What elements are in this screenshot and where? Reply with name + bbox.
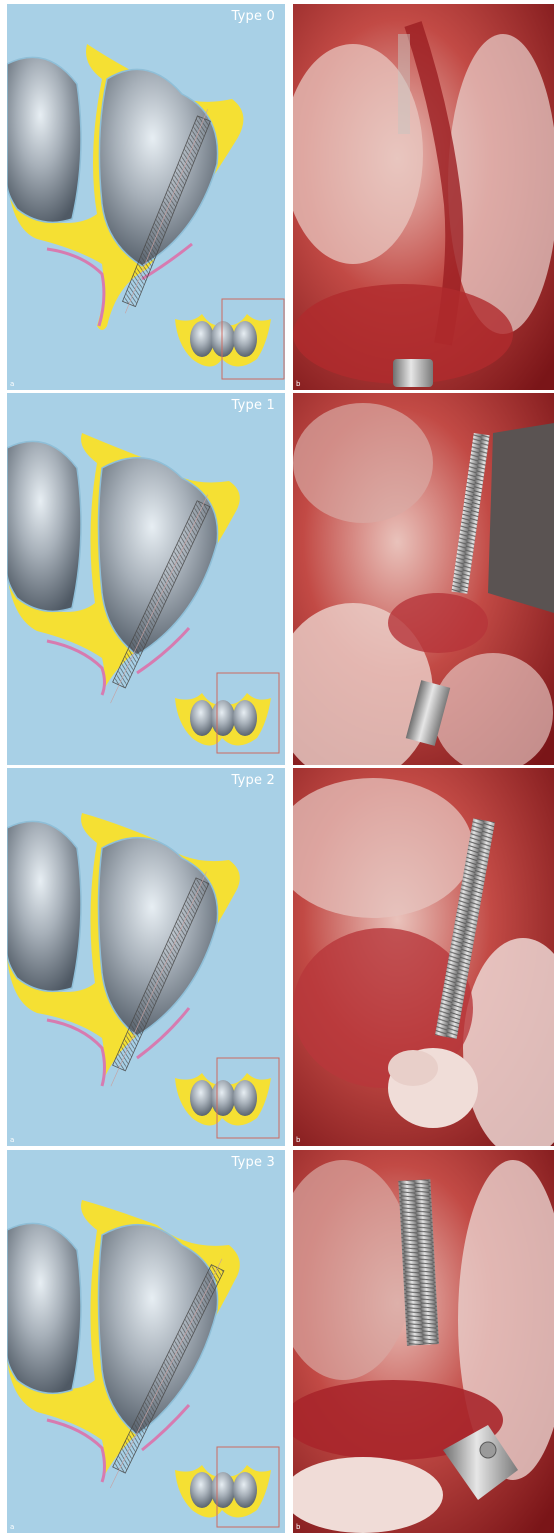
maxilla-thumbnail-icon: [175, 299, 284, 379]
sinus-diagram: [7, 4, 285, 390]
panel-row-type-0: Type 0 a b: [0, 4, 554, 390]
maxilla-thumbnail-icon: [175, 1058, 279, 1138]
diagram-type-0: Type 0 a: [7, 4, 285, 390]
surgical-photo: [293, 768, 554, 1146]
panel-letter-a: a: [10, 1136, 14, 1144]
type-label: Type 1: [232, 398, 275, 413]
panel-letter-b: b: [296, 1523, 300, 1531]
type-label: Type 0: [232, 9, 275, 24]
diagram-type-2: Type 2 a: [7, 768, 285, 1146]
sinus-diagram: [7, 393, 285, 765]
surgical-photo-type-1: [293, 393, 554, 765]
type-label: Type 3: [232, 1155, 275, 1170]
maxilla-thumbnail-icon: [175, 673, 279, 753]
panel-letter-b: b: [296, 380, 300, 388]
surgical-photo: [293, 1150, 554, 1533]
surgical-photo-type-0: b: [293, 4, 554, 390]
panel-letter-a: a: [10, 380, 14, 388]
surgical-photo-type-3: b: [293, 1150, 554, 1533]
panel-row-type-3: Type 3 a b: [0, 1150, 554, 1533]
maxilla-thumbnail-icon: [175, 1447, 279, 1527]
sinus-diagram: [7, 1150, 285, 1533]
type-label: Type 2: [232, 773, 275, 788]
surgical-photo-type-2: b: [293, 768, 554, 1146]
panel-letter-a: a: [10, 1523, 14, 1531]
sinus-diagram: [7, 768, 285, 1146]
diagram-type-3: Type 3 a: [7, 1150, 285, 1533]
panel-row-type-2: Type 2 a b: [0, 768, 554, 1146]
panel-row-type-1: Type 1: [0, 393, 554, 765]
surgical-photo: [293, 393, 554, 765]
diagram-type-1: Type 1: [7, 393, 285, 765]
surgical-photo: [293, 4, 554, 390]
panel-letter-b: b: [296, 1136, 300, 1144]
